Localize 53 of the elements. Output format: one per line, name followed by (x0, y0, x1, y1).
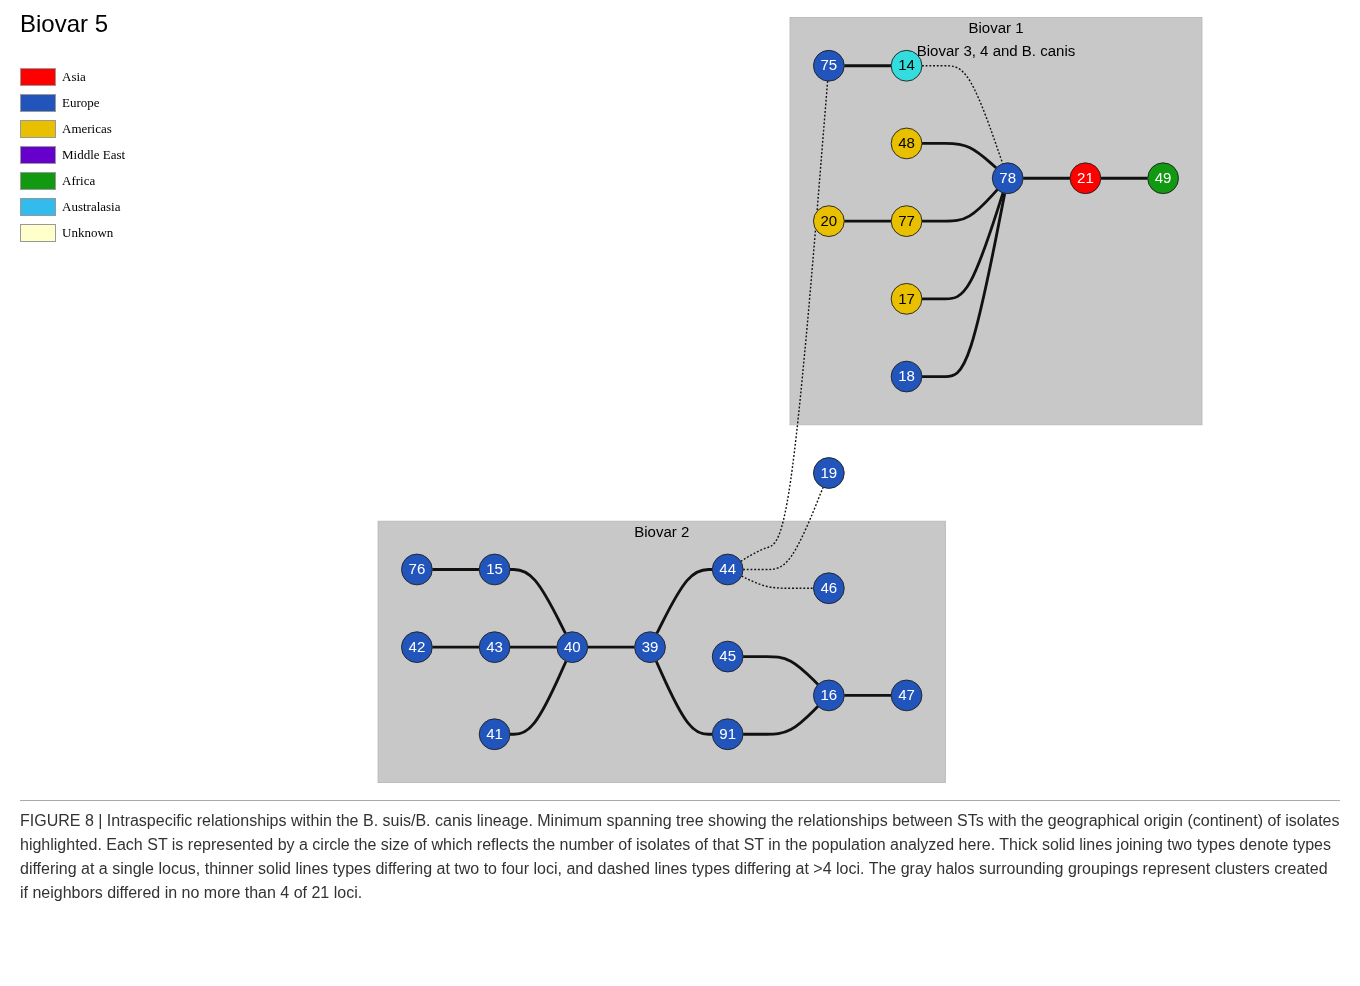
connector (743, 705, 819, 736)
legend-label: Europe (62, 95, 100, 111)
connector (1023, 176, 1070, 180)
connector (743, 655, 819, 686)
node-circle: 18 (890, 360, 923, 393)
node-circle: 20 (813, 205, 845, 237)
connector (432, 645, 480, 649)
connector (921, 142, 998, 170)
node-circle: 45 (711, 640, 744, 673)
node-circle: 75 (813, 49, 845, 82)
node-circle: 76 (401, 553, 433, 586)
legend-label: Australasia (62, 199, 121, 215)
connector (510, 645, 557, 649)
legend-label: Americas (62, 121, 112, 137)
node-circle: 21 (1069, 162, 1102, 195)
connector (654, 660, 713, 736)
connector (740, 80, 829, 563)
connector (844, 64, 892, 68)
connector (740, 575, 815, 589)
connector (921, 193, 1007, 378)
node-circle: 41 (478, 718, 511, 751)
node-circle: 42 (401, 631, 433, 664)
connector (510, 568, 567, 635)
node-circle: 43 (478, 631, 511, 664)
connector (921, 192, 1005, 301)
group-label: Biovar 5 (20, 10, 110, 38)
legend-label: Unknown (62, 225, 114, 241)
connector (510, 660, 568, 736)
connector (1100, 176, 1148, 180)
node-circle: 47 (890, 679, 923, 712)
node-circle: 44 (711, 553, 744, 586)
connector (844, 694, 892, 697)
figure-caption: FIGURE 8 | Intraspecific relationships within the B. suis/B. canis lineage. Minimum spanning tree showing the relationships between STs with the geographical origin (continent) of isolates highlighted. Each ST is represented by a circle the size of which reflects the number of isolates of that ST in the population analyzed here. Thick solid lines joining two types denote types differing at a single locus, thinner solid lines types differing at two to four loci, and dashed lines types differing at >4 loci. The gray halos surrounding groupings represent clusters created if neighbors differed in no more than 4 of 21 loci. (20, 800, 1340, 905)
connector (844, 219, 892, 223)
connector (921, 188, 999, 223)
legend-label: Africa (62, 173, 96, 189)
node-circle: 49 (1147, 162, 1179, 195)
node-circle: 78 (991, 162, 1024, 195)
node-circle: 91 (711, 718, 744, 751)
node-circle: 15 (478, 553, 511, 586)
node-circle: 17 (890, 282, 923, 315)
legend-label: Asia (62, 69, 86, 85)
legend-label: Middle East (62, 147, 126, 163)
node-circle: 46 (813, 572, 845, 605)
node-circle: 19 (813, 457, 845, 489)
node-circle: 39 (634, 631, 666, 664)
node-circle: 40 (556, 631, 589, 664)
node-circle: 48 (890, 127, 923, 160)
node-circle: 77 (890, 205, 923, 237)
connector (587, 645, 635, 649)
connector (432, 568, 480, 571)
connector (655, 568, 713, 635)
node-circle: 16 (813, 679, 845, 712)
